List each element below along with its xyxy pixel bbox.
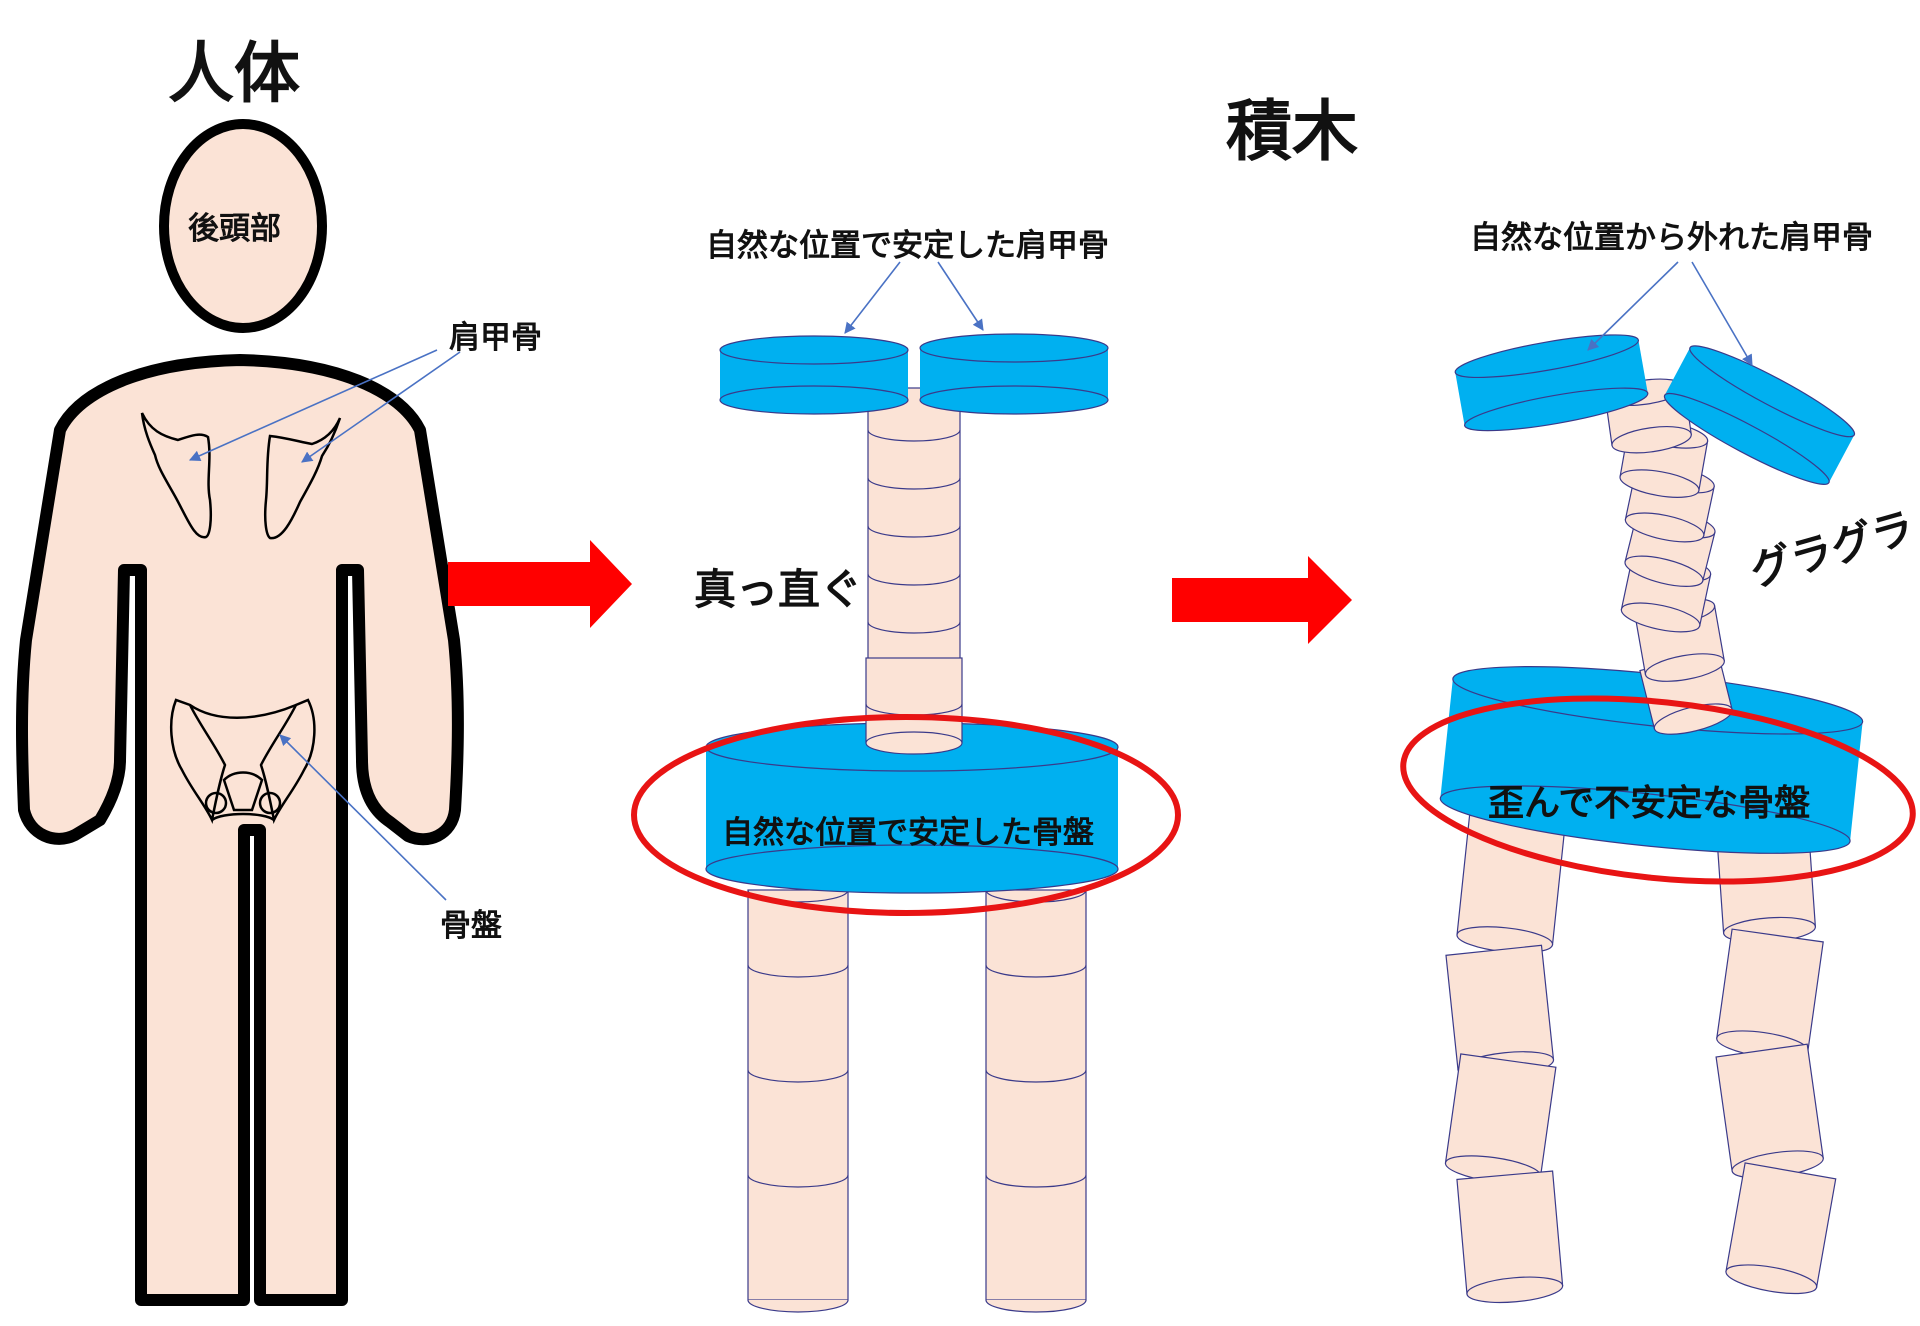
- blocks-title: 積木: [1226, 93, 1358, 170]
- human-title: 人体: [168, 35, 300, 112]
- stable-scapula-label: 自然な位置で安定した肩甲骨: [706, 228, 1109, 264]
- right-crooked-leg: [1715, 816, 1837, 1295]
- right-leg-column: [985, 889, 1087, 1313]
- pelvis-label: 骨盤: [440, 908, 502, 944]
- stable-pelvis-highlight-ring: [631, 714, 1181, 916]
- displaced-scapula-label: 自然な位置から外れた肩甲骨: [1470, 220, 1873, 256]
- straight-spine-column: [865, 387, 963, 755]
- head-shape: [159, 119, 327, 333]
- human-body-outline: [16, 354, 464, 1306]
- displaced-scapula-disc-left: [1454, 334, 1649, 432]
- displaced-scapula-pointer-2: [1691, 261, 1753, 366]
- left-leg-column: [747, 889, 849, 1313]
- unstable-block-stack: [1400, 261, 1916, 1304]
- left-scapula-drawing: [140, 412, 213, 539]
- stable-scapula-pointer-1: [844, 261, 901, 334]
- displaced-scapula-pointer-1: [1587, 261, 1679, 351]
- scapula-pointer-1: [188, 349, 438, 462]
- stable-scapula-disc-left: [719, 335, 909, 415]
- stable-scapula-pointer-2: [937, 261, 984, 331]
- scapula-label: 肩甲骨: [449, 320, 542, 356]
- stable-pelvis-label: 自然な位置で安定した骨盤: [722, 815, 1094, 851]
- transition-arrow-1: [448, 540, 632, 628]
- right-scapula-drawing: [263, 417, 342, 540]
- pelvis-pointer: [279, 734, 447, 901]
- transition-arrow-2: [1172, 556, 1352, 644]
- pelvis-drawing: [170, 698, 316, 824]
- unstable-pelvis-highlight-ring: [1400, 695, 1916, 885]
- occiput-label: 後頭部: [188, 211, 281, 247]
- scapula-pointer-2: [301, 351, 461, 463]
- displaced-scapula-disc-right: [1663, 345, 1856, 485]
- stable-block-stack: [631, 261, 1181, 1313]
- unstable-pelvis-label: 歪んで不安定な骨盤: [1488, 783, 1811, 824]
- stable-scapula-disc-right: [919, 333, 1109, 415]
- straight-label: 真っ直ぐ: [694, 565, 863, 614]
- human-figure: [16, 119, 464, 1306]
- left-crooked-leg: [1444, 814, 1566, 1304]
